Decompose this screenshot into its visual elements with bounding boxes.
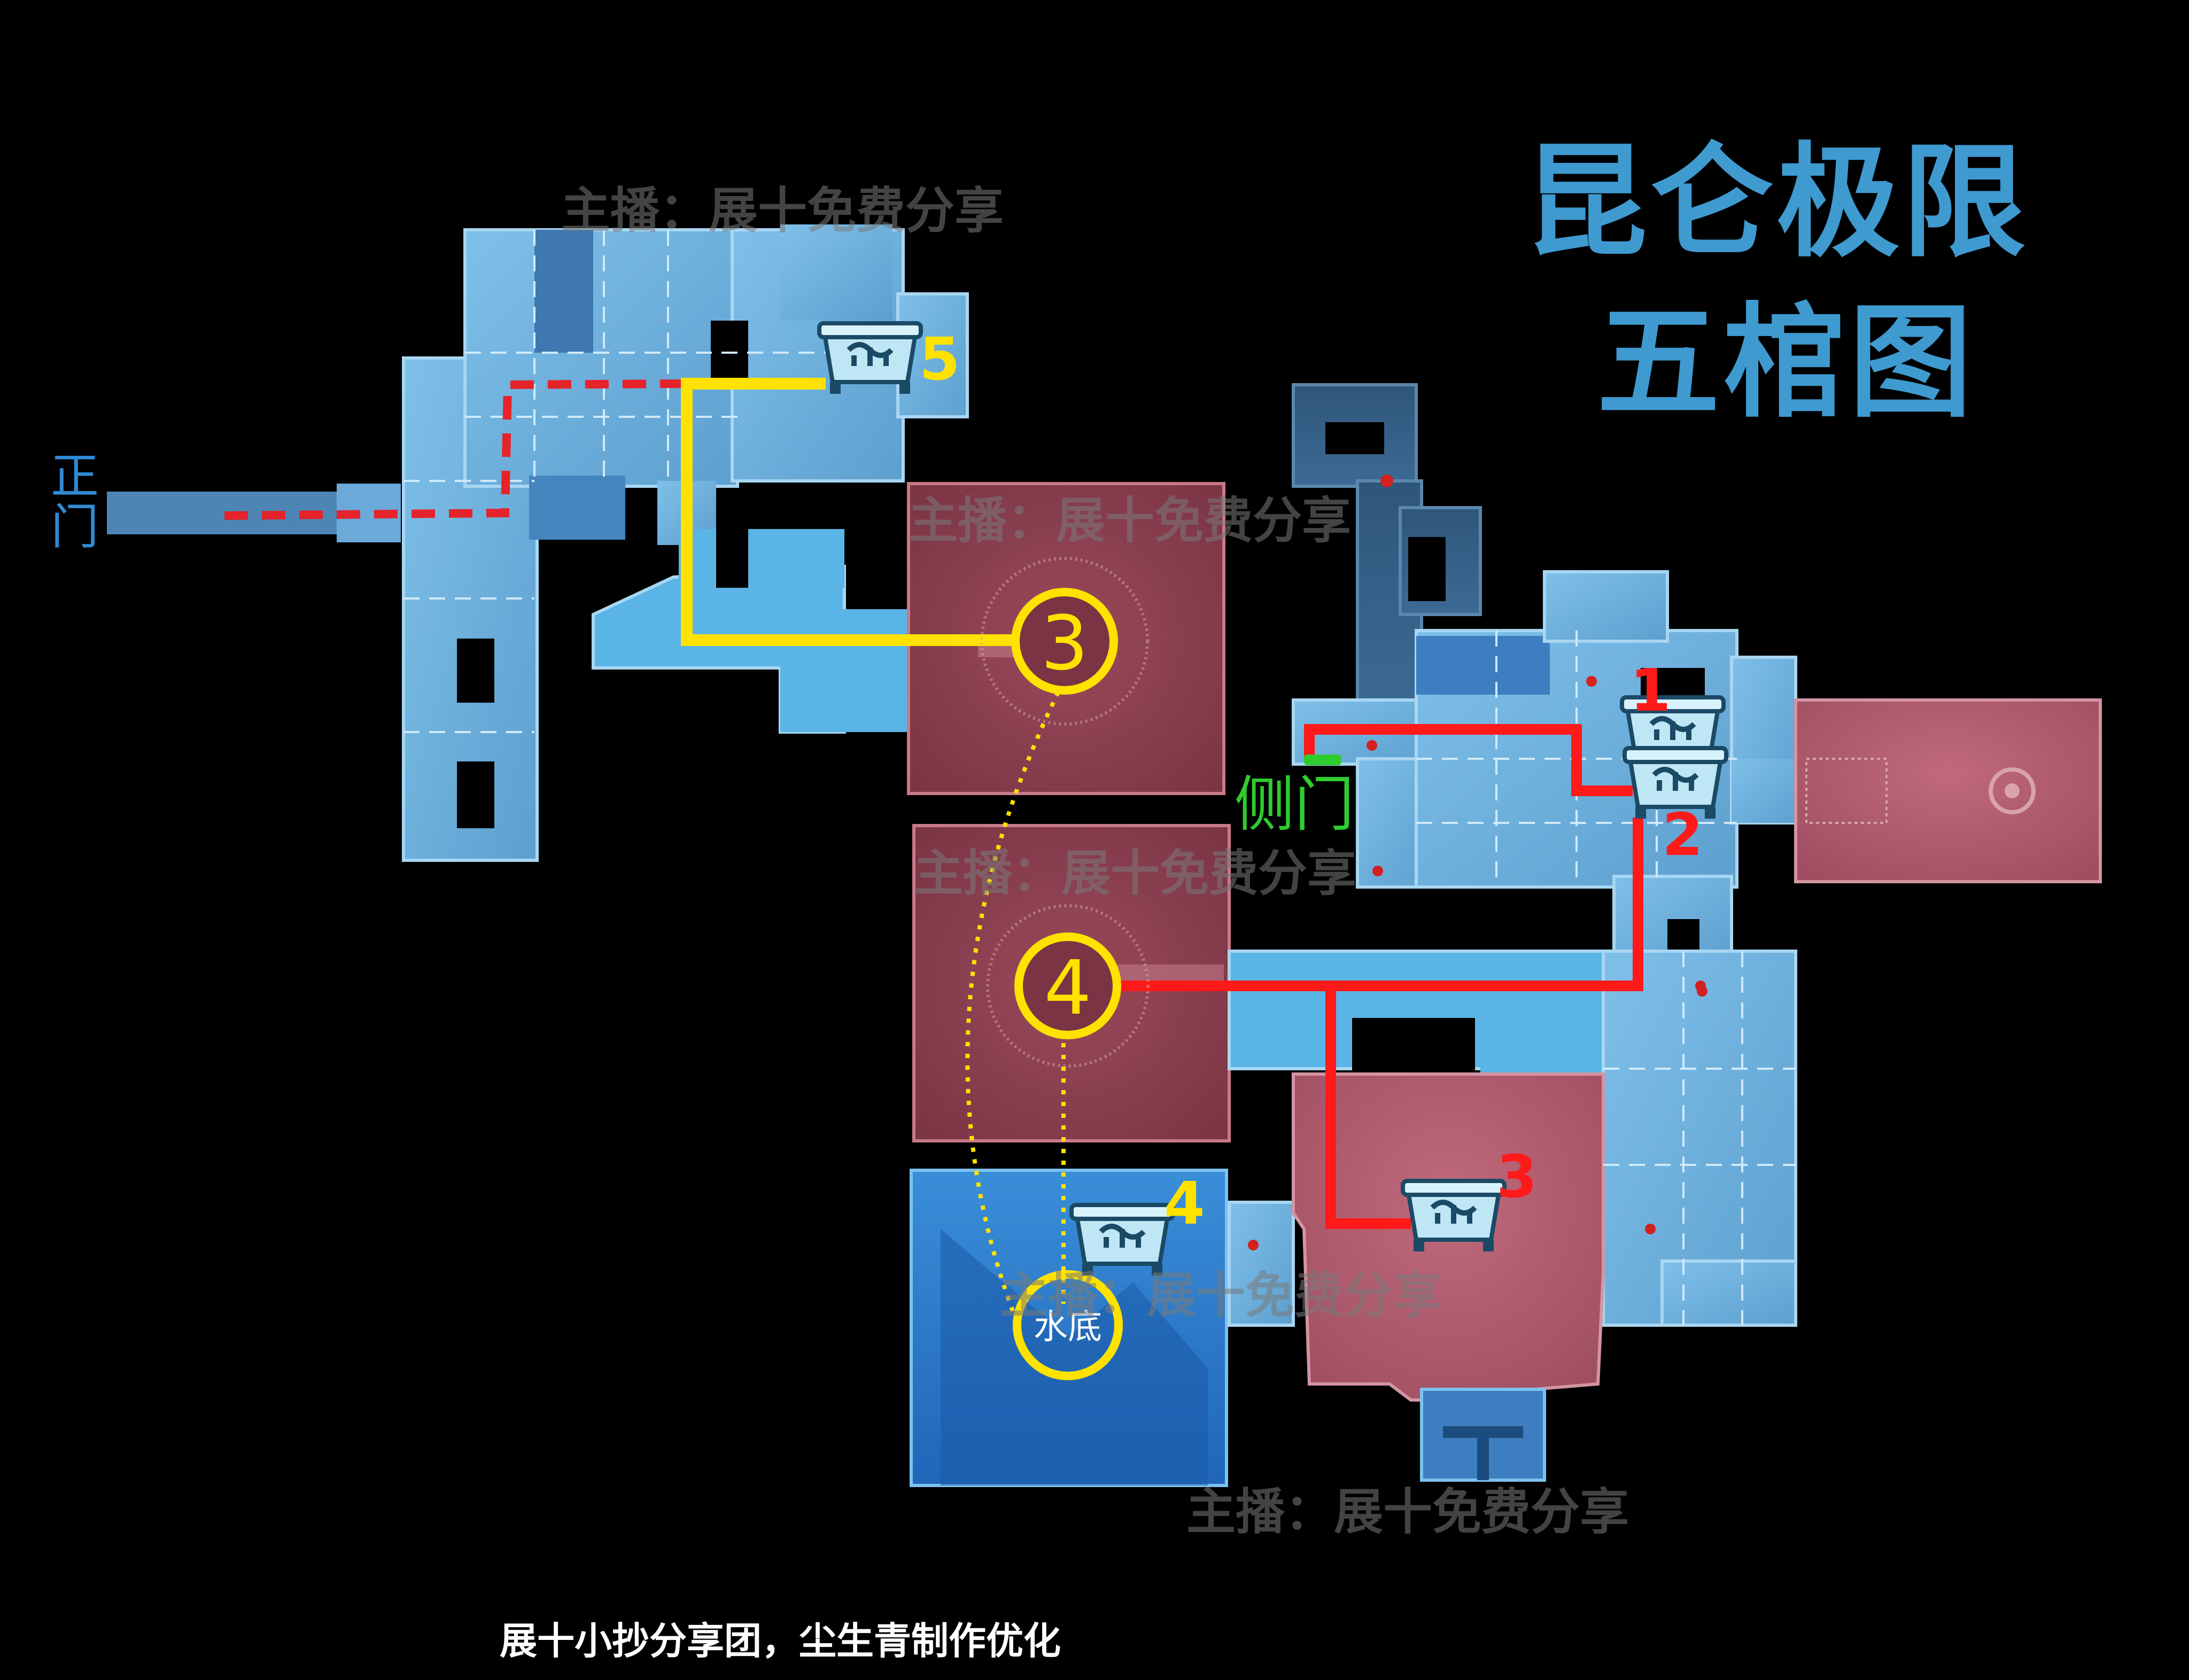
coffin-3-label: 3 — [1496, 1142, 1538, 1211]
watermark: 主播：展十免费分享 — [561, 182, 1004, 239]
watermark: 主播：展十免费分享 — [1186, 1483, 1629, 1541]
coffin-2: 2 — [1625, 748, 1726, 869]
watermark: 主播：展十免费分享 — [909, 492, 1352, 549]
entry-route — [224, 379, 687, 520]
map-title-line2: 五棺图 — [1596, 292, 1975, 434]
underwater-marker: 水底 — [1013, 1270, 1123, 1380]
yellow-marker-3-label: 3 — [1041, 600, 1088, 687]
central-halls — [907, 482, 1231, 1487]
underwater-label: 水底 — [1034, 1308, 1102, 1347]
watermark: 主播：展十免费分享 — [999, 1267, 1442, 1324]
watermark: 主播：展十免费分享 — [914, 845, 1357, 902]
side-gate-marker — [1304, 755, 1341, 765]
coffin-5: 5 — [819, 323, 960, 394]
yellow-marker-3: 3 — [980, 557, 1149, 726]
coffin-icon — [1403, 1181, 1504, 1251]
coffin-2-label: 2 — [1662, 800, 1703, 869]
yellow-marker-4-label: 4 — [1044, 945, 1091, 1032]
coffin-3: 3 — [1403, 1142, 1538, 1251]
coffin-1: 1 — [1622, 656, 1724, 768]
main-gate-label: 正门 — [51, 448, 99, 555]
yellow-marker-4: 4 — [986, 904, 1150, 1068]
map-title-line1: 昆仑极限 — [1524, 131, 2029, 274]
coffin-4: 4 — [1072, 1169, 1205, 1275]
yellow-route — [681, 378, 1066, 1326]
coffin-icon — [819, 323, 921, 394]
credit-text: 展十小抄分享团，尘生青制作优化 — [500, 1619, 1061, 1663]
coffin-4-label: 4 — [1164, 1169, 1205, 1238]
coffin-1-label: 1 — [1630, 656, 1671, 725]
side-gate-label: 侧门 — [1235, 770, 1354, 839]
coffin-5-label: 5 — [919, 325, 960, 393]
west-wing — [107, 224, 1026, 862]
